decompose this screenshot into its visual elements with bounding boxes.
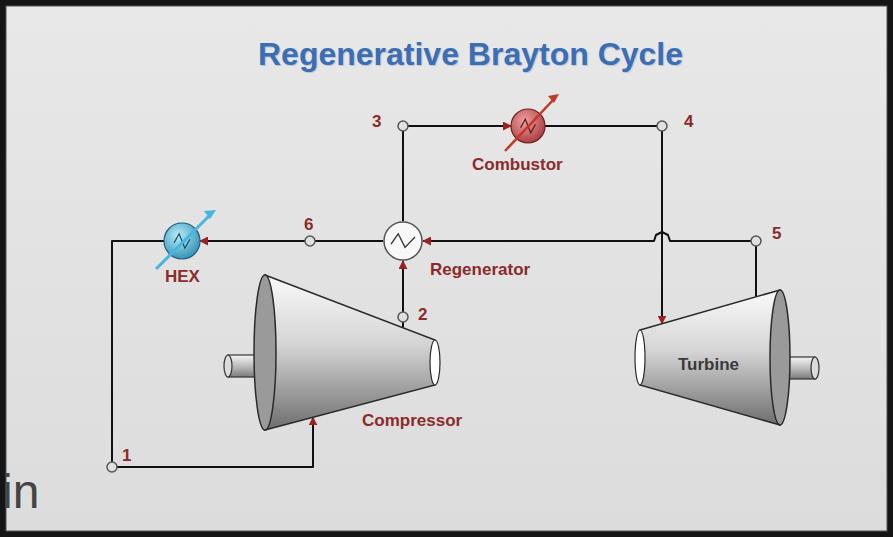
state-number: 3	[372, 113, 381, 132]
state-number: 5	[772, 225, 781, 244]
regenerator-circle: Regenerator	[383, 221, 423, 261]
shape-outline	[383, 221, 423, 261]
component-label: HEX	[165, 268, 200, 287]
state-number: 1	[122, 447, 131, 466]
component-label: Combustor	[472, 156, 563, 175]
state-number: 4	[684, 113, 693, 132]
shaft-end	[224, 355, 232, 377]
state-point	[751, 236, 761, 246]
turbine-cone: Turbine	[640, 290, 780, 425]
compressor-cone: Compressor	[265, 275, 435, 430]
overlay-text: in	[2, 466, 39, 519]
shape-outline	[265, 275, 435, 430]
panel	[6, 6, 887, 531]
component-label: Compressor	[362, 412, 462, 431]
state-point	[398, 312, 408, 322]
shaft-end	[811, 357, 819, 379]
state-point	[398, 121, 408, 131]
state-point	[305, 236, 315, 246]
heat-exchanger-circle: HEX	[164, 223, 200, 259]
state-number: 2	[418, 306, 427, 325]
shape-outline	[164, 223, 200, 259]
state-point	[107, 462, 117, 472]
state-point	[657, 121, 667, 131]
component-label: Regenerator	[430, 261, 530, 280]
shape-outline	[511, 109, 545, 143]
diagram-title: Regenerative Brayton Cycle	[24, 36, 893, 73]
state-number: 6	[304, 216, 313, 235]
flow-line	[423, 232, 756, 297]
flow-line	[200, 240, 383, 242]
component-label: Turbine	[678, 356, 739, 375]
combustor-circle: Combustor	[511, 109, 545, 143]
